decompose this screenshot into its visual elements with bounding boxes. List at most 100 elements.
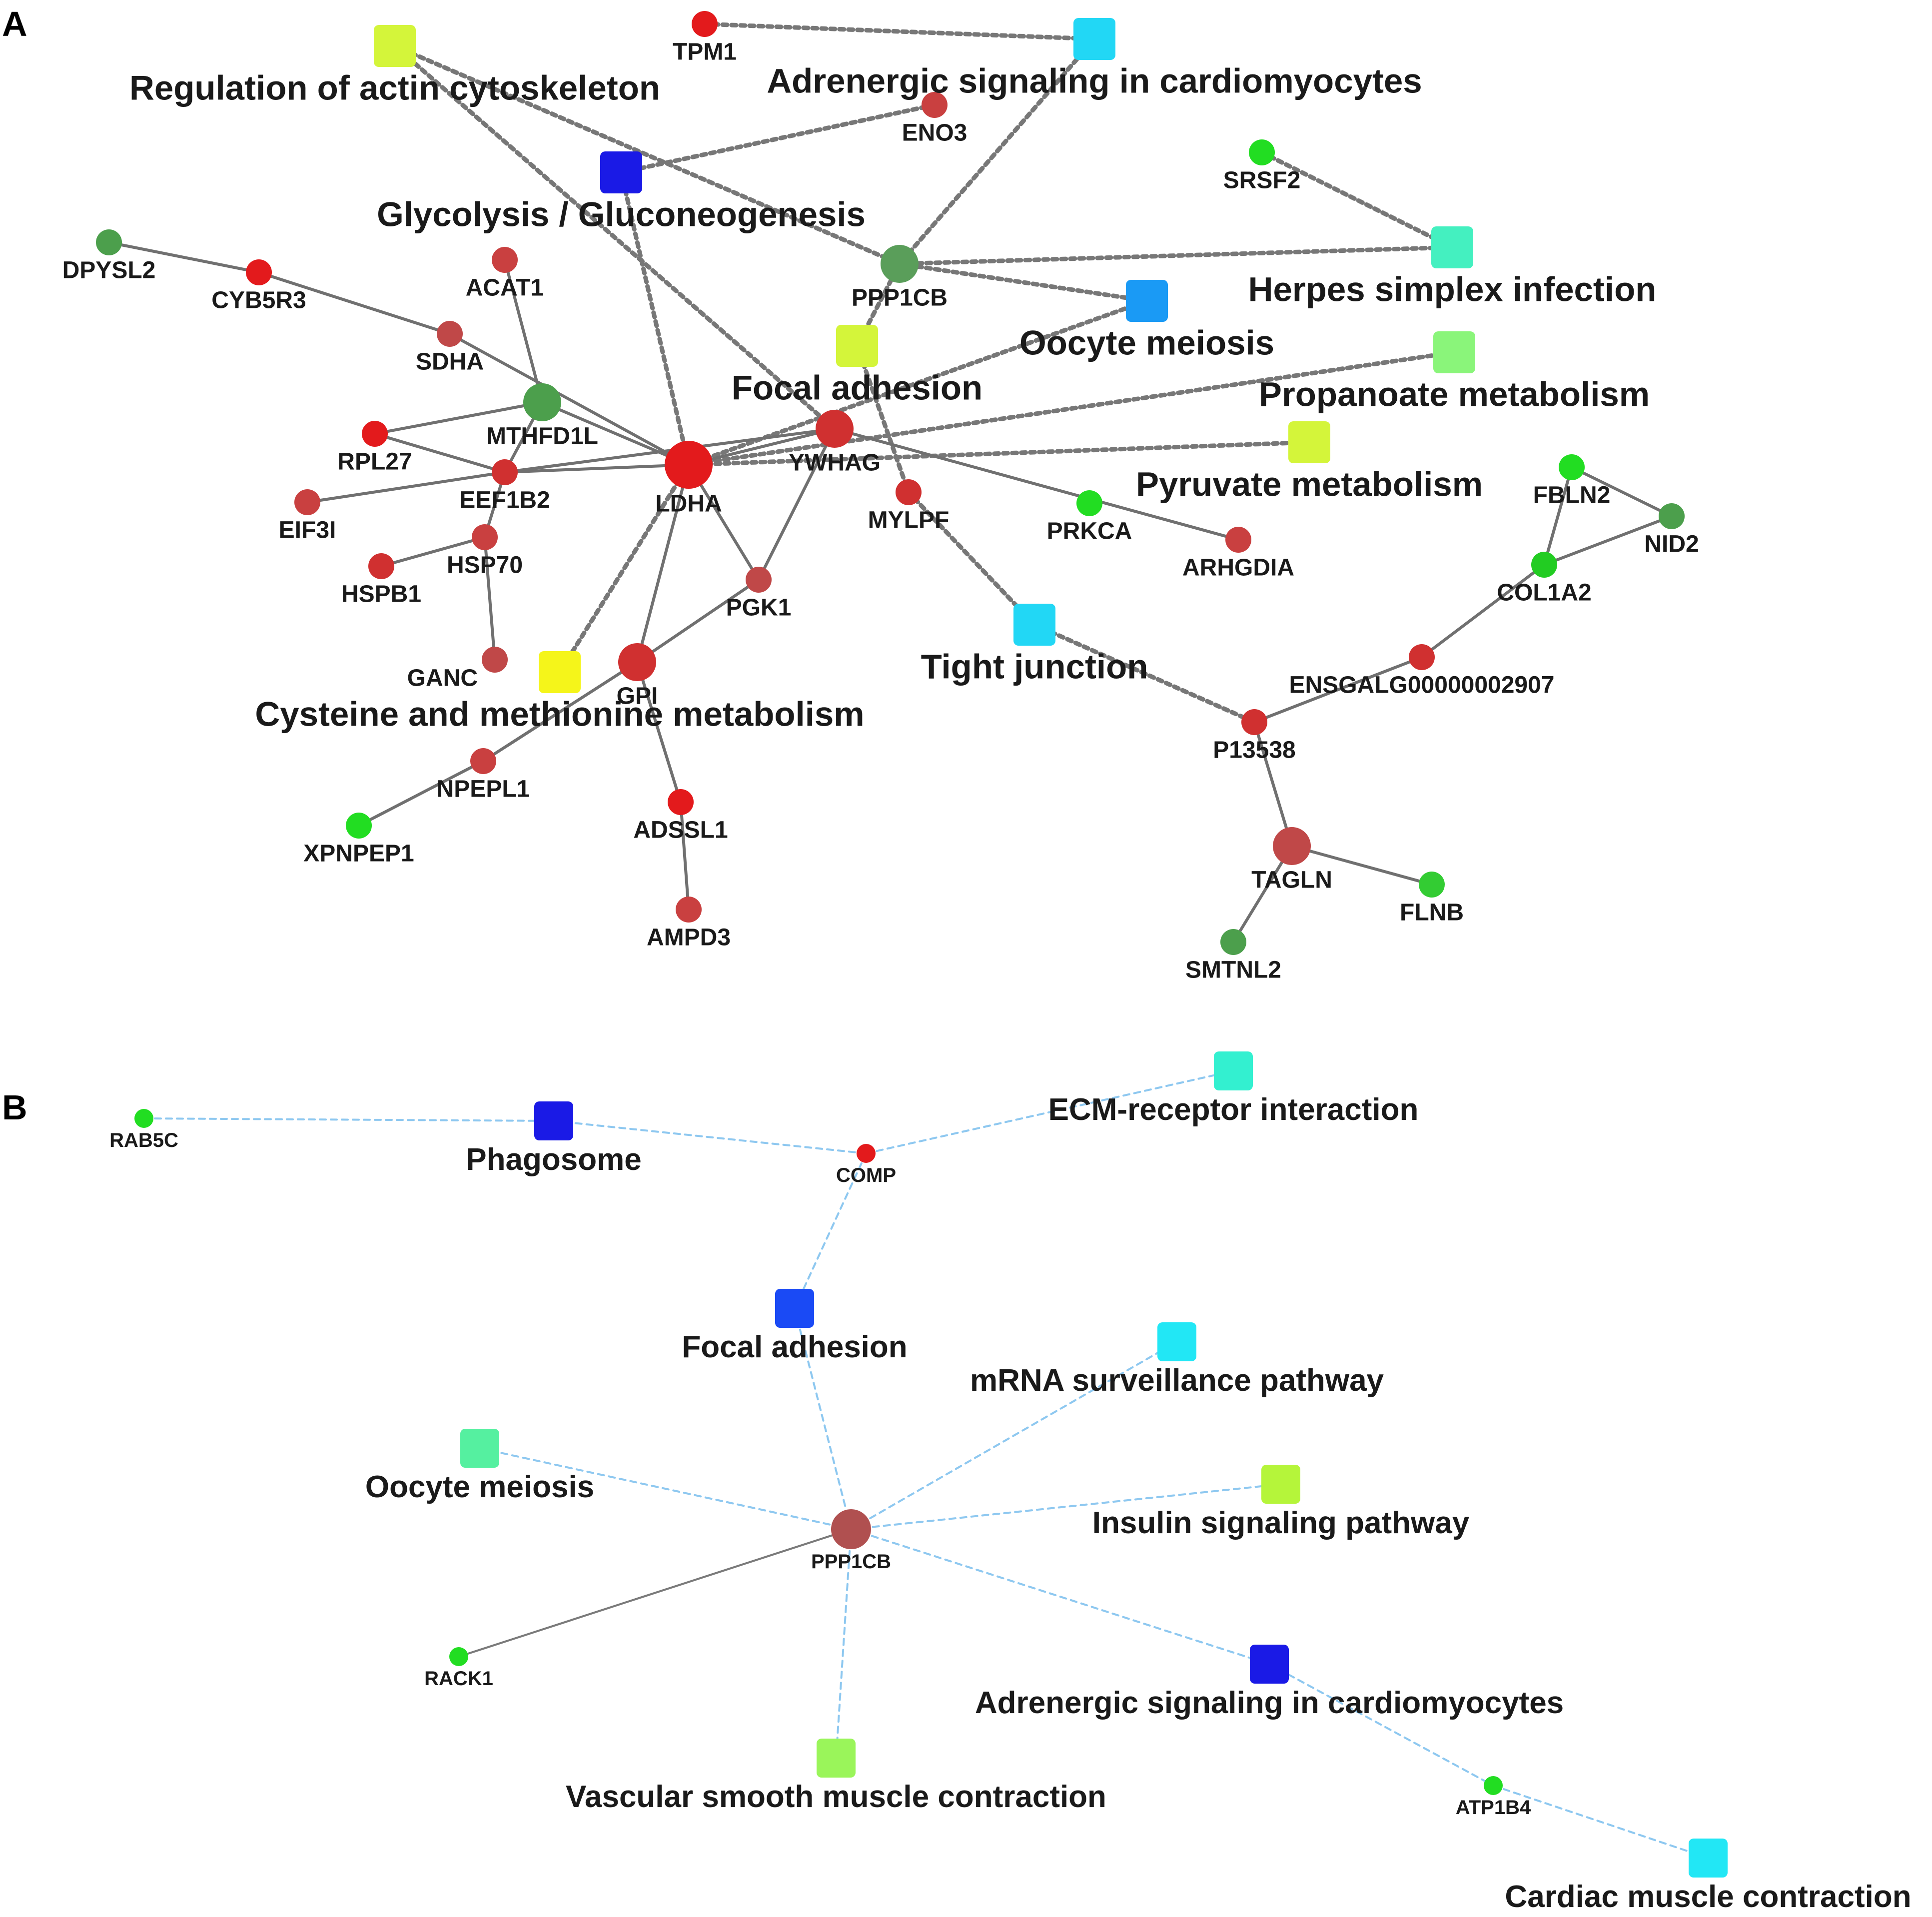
gene-label-ensgalg00000002907-a: ENSGALG00000002907	[1289, 672, 1555, 699]
pathway-label-tight-junction-a: Tight junction	[921, 648, 1148, 686]
pathway-node-adrenergic-signaling-in-cardiomyocytes-a[interactable]	[1073, 18, 1115, 60]
gene-node-rpl27-a[interactable]	[362, 421, 388, 447]
pathway-node-mrna-surveillance-pathway-b[interactable]	[1157, 1322, 1196, 1361]
edge-ldha-p-pyruvate	[686, 440, 1312, 467]
gene-node-smtnl2-a[interactable]	[1220, 929, 1246, 955]
gene-node-comp-b[interactable]	[857, 1144, 876, 1163]
pathway-label-regulation-of-actin-cytoskeleton-a: Regulation of actin cytoskeleton	[129, 69, 660, 107]
edge-srsf2-p-herpes	[1259, 150, 1455, 250]
pathway-node-phagosome-b[interactable]	[534, 1101, 573, 1140]
gene-node-nid2-a[interactable]	[1659, 503, 1685, 529]
gene-node-hspb1-a[interactable]	[368, 553, 394, 579]
gene-node-rack1-b[interactable]	[449, 1647, 468, 1666]
gene-node-srsf2-a[interactable]	[1249, 139, 1275, 165]
edge-ppp1cb-b-p-mrna	[850, 1341, 1178, 1530]
gene-node-sdha-a[interactable]	[437, 321, 463, 347]
gene-node-adssl1-a[interactable]	[668, 789, 694, 815]
edge-p-phago-comp	[553, 1120, 867, 1154]
gene-label-mthfd1l-a: MTHFD1L	[486, 423, 598, 450]
pathway-label-herpes-simplex-infection-a: Herpes simplex infection	[1248, 270, 1657, 309]
gene-node-tpm1-a[interactable]	[692, 11, 718, 37]
edge-rpl27-eef1b2	[373, 432, 506, 474]
panel-letter-a: A	[2, 4, 27, 43]
edge-col1a2-ensgalg	[1420, 563, 1546, 659]
pathway-node-pyruvate-metabolism-a[interactable]	[1288, 421, 1330, 463]
pathway-node-tight-junction-a[interactable]	[1013, 604, 1055, 646]
gene-node-dpysl2-a[interactable]	[96, 229, 122, 255]
pathway-node-focal-adhesion-b[interactable]	[775, 1289, 814, 1328]
edge-gpi-npepl1	[482, 661, 639, 763]
node-layer	[96, 11, 1728, 1878]
edge-ppp1cb-b-p-adren-b	[850, 1528, 1270, 1665]
gene-node-col1a2-a[interactable]	[1531, 552, 1557, 578]
gene-label-ywhag-a: YWHAG	[789, 450, 881, 476]
gene-node-ppp1cb-a[interactable]	[881, 245, 919, 283]
pathway-node-oocyte-meiosis-a[interactable]	[1126, 280, 1168, 322]
pathway-label-pyruvate-metabolism-a: Pyruvate metabolism	[1136, 465, 1483, 504]
edge-ldha-ywhag	[687, 427, 836, 466]
edge-p13538-tagln	[1253, 721, 1293, 848]
gene-label-cyb5r3-a: CYB5R3	[211, 287, 306, 314]
gene-node-ganc-a[interactable]	[482, 647, 508, 673]
pathway-node-ecm-receptor-interaction-b[interactable]	[1214, 1051, 1253, 1090]
pathway-label-cardiac-muscle-contraction-b: Cardiac muscle contraction	[1505, 1880, 1911, 1914]
edge-sdha-ldha	[448, 332, 690, 466]
gene-node-pgk1-a[interactable]	[746, 567, 772, 593]
pathway-node-oocyte-meiosis-b[interactable]	[460, 1429, 499, 1468]
gene-node-arhgdia-a[interactable]	[1225, 527, 1251, 553]
edge-ldha-gpi	[636, 463, 690, 664]
pathway-node-insulin-signaling-pathway-b[interactable]	[1261, 1465, 1300, 1504]
pathway-node-herpes-simplex-infection-a[interactable]	[1431, 226, 1473, 268]
gene-node-ldha-a[interactable]	[665, 441, 713, 489]
edge-ppp1cb-b-p-insulin	[850, 1483, 1282, 1530]
pathway-label-cysteine-and-methionine-metabolism-a: Cysteine and methionine metabolism	[255, 695, 864, 734]
pathway-node-regulation-of-actin-cytoskeleton-a[interactable]	[374, 25, 416, 67]
gene-node-hsp70-a[interactable]	[472, 524, 498, 550]
edge-ppp1cb-b-rack1	[458, 1528, 852, 1658]
edge-fbln2-nid2	[1570, 466, 1673, 518]
gene-node-mthfd1l-a[interactable]	[523, 383, 561, 421]
pathway-node-glycolysis-gluconeogenesis-a[interactable]	[600, 151, 642, 193]
gene-node-eno3-a[interactable]	[922, 92, 948, 118]
gene-node-flnb-a[interactable]	[1419, 872, 1445, 898]
gene-node-fbln2-a[interactable]	[1559, 454, 1585, 480]
edge-rpl27-mthfd1l	[373, 401, 544, 435]
gene-node-gpi-a[interactable]	[618, 643, 656, 681]
gene-node-ppp1cb-b[interactable]	[831, 1509, 871, 1549]
gene-node-atp1b4-b[interactable]	[1484, 1776, 1503, 1795]
gene-node-tagln-a[interactable]	[1273, 827, 1311, 865]
gene-node-p13538-a[interactable]	[1241, 709, 1267, 735]
gene-label-rpl27-a: RPL27	[337, 449, 412, 475]
pathway-label-ecm-receptor-interaction-b: ECM-receptor interaction	[1048, 1092, 1419, 1127]
gene-node-ywhag-a[interactable]	[816, 410, 854, 448]
gene-node-eif3i-a[interactable]	[294, 489, 320, 515]
pathway-node-cysteine-and-methionine-metabolism-a[interactable]	[539, 651, 581, 693]
pathway-node-focal-adhesion-a[interactable]	[836, 325, 878, 367]
gene-node-mylpf-a[interactable]	[896, 479, 922, 505]
edge-p-tight-p13538	[1032, 622, 1257, 725]
gene-node-ampd3-a[interactable]	[676, 897, 702, 923]
pathway-node-adrenergic-signaling-in-cardiomyocytes-b[interactable]	[1250, 1645, 1289, 1684]
pathway-node-vascular-smooth-muscle-contraction-b[interactable]	[817, 1739, 856, 1778]
pathway-label-adrenergic-signaling-in-cardiomyocytes-b: Adrenergic signaling in cardiomyocytes	[975, 1686, 1564, 1720]
pathway-label-oocyte-meiosis-a: Oocyte meiosis	[1019, 324, 1274, 362]
edge-nid2-col1a2	[1543, 515, 1673, 566]
gene-label-gpi-a: GPI	[617, 683, 658, 710]
pathway-label-mrna-surveillance-pathway-b: mRNA surveillance pathway	[970, 1363, 1384, 1398]
gene-node-rab5c-b[interactable]	[134, 1109, 153, 1128]
gene-node-cyb5r3-a[interactable]	[246, 259, 272, 285]
edge-ywhag-pgk1	[757, 427, 836, 581]
pathway-node-cardiac-muscle-contraction-b[interactable]	[1689, 1839, 1728, 1878]
pathway-label-vascular-smooth-muscle-contraction-b: Vascular smooth muscle contraction	[566, 1780, 1106, 1814]
gene-label-comp-b: COMP	[836, 1164, 896, 1186]
gene-node-acat1-a[interactable]	[492, 247, 518, 273]
pathway-node-propanoate-metabolism-a[interactable]	[1433, 331, 1475, 373]
pathway-label-adrenergic-signaling-in-cardiomyocytes-a: Adrenergic signaling in cardiomyocytes	[767, 62, 1422, 100]
edge-fbln2-col1a2	[1543, 466, 1573, 566]
gene-node-ensgalg00000002907-a[interactable]	[1409, 644, 1435, 670]
gene-label-smtnl2-a: SMTNL2	[1185, 957, 1281, 983]
gene-node-prkca-a[interactable]	[1076, 490, 1102, 516]
gene-node-xpnpep1-a[interactable]	[346, 813, 372, 839]
gene-node-eef1b2-a[interactable]	[492, 459, 518, 485]
gene-node-npepl1-a[interactable]	[470, 748, 496, 774]
